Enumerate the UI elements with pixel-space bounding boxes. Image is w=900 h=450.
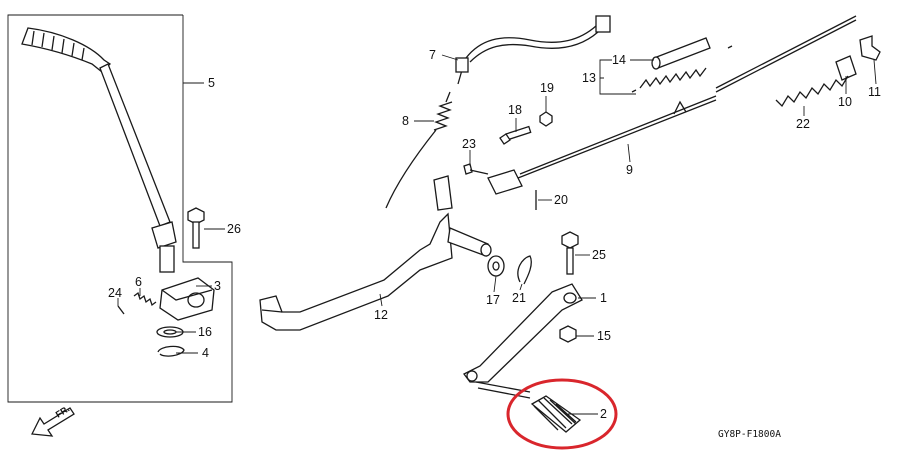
callout-26: 26	[227, 222, 241, 236]
callout-25: 25	[592, 248, 606, 262]
callout-9: 9	[626, 163, 633, 177]
callout-8: 8	[402, 114, 409, 128]
part-nut-15[interactable]	[559, 325, 577, 343]
callout-23: 23	[462, 137, 476, 151]
callout-labels: 5 26 3 16 4 6 24 7 8 14 13 9 10 11 22 18…	[108, 48, 881, 421]
callout-3: 3	[214, 279, 221, 293]
part-switch-spring-8[interactable]	[385, 91, 453, 209]
callout-13: 13	[582, 71, 596, 85]
part-return-spring-13[interactable]	[631, 45, 733, 93]
front-direction-arrow	[30, 407, 75, 437]
part-brake-switch[interactable]	[455, 15, 611, 85]
drawing-code: GY8P-F1800A	[718, 429, 781, 440]
highlight-circle	[506, 378, 618, 450]
part-nut-19[interactable]	[539, 111, 553, 127]
callout-6: 6	[135, 275, 142, 289]
callout-5: 5	[208, 76, 215, 90]
part-bolt-18[interactable]	[499, 125, 532, 145]
callout-20: 20	[554, 193, 568, 207]
part-pin-24[interactable]	[117, 305, 125, 315]
part-wing-nut-11[interactable]	[859, 35, 881, 61]
part-cotter-pin-21[interactable]	[517, 255, 532, 285]
part-kick-boss[interactable]	[159, 277, 215, 321]
leader-lines	[117, 54, 877, 415]
callout-11: 11	[868, 85, 881, 99]
part-bolt-23[interactable]	[463, 163, 489, 175]
callout-16: 16	[198, 325, 212, 339]
part-kick-starter-arm[interactable]	[21, 27, 177, 273]
callout-10: 10	[838, 95, 852, 109]
callout-14: 14	[612, 53, 626, 67]
part-washer-17[interactable]	[487, 255, 505, 277]
part-bolt-25[interactable]	[561, 231, 579, 275]
callout-15: 15	[597, 329, 611, 343]
callout-1: 1	[600, 291, 607, 305]
callout-12: 12	[374, 308, 388, 322]
callout-17: 17	[486, 293, 500, 307]
part-bolt-26[interactable]	[187, 207, 205, 249]
part-brake-pedal-12[interactable]	[259, 175, 492, 331]
part-brake-rod-9[interactable]	[517, 95, 717, 179]
part-circlip-4[interactable]	[157, 345, 185, 357]
callout-7: 7	[429, 48, 436, 62]
callout-18: 18	[508, 103, 522, 117]
part-pedal-rubber-2[interactable]	[530, 395, 582, 433]
callout-21: 21	[512, 291, 526, 305]
part-spring-22[interactable]	[775, 75, 849, 108]
callout-22: 22	[796, 117, 810, 131]
callout-2: 2	[600, 407, 607, 421]
callout-4: 4	[202, 346, 209, 360]
part-spring-6[interactable]	[133, 291, 157, 307]
part-joint-block[interactable]	[487, 169, 523, 195]
assembly-box	[7, 14, 233, 403]
callout-19: 19	[540, 81, 554, 95]
part-joint-10[interactable]	[835, 55, 857, 81]
callout-24: 24	[108, 286, 122, 300]
brake-rod-rear[interactable]	[715, 19, 857, 93]
part-sleeve-14[interactable]	[651, 37, 711, 70]
